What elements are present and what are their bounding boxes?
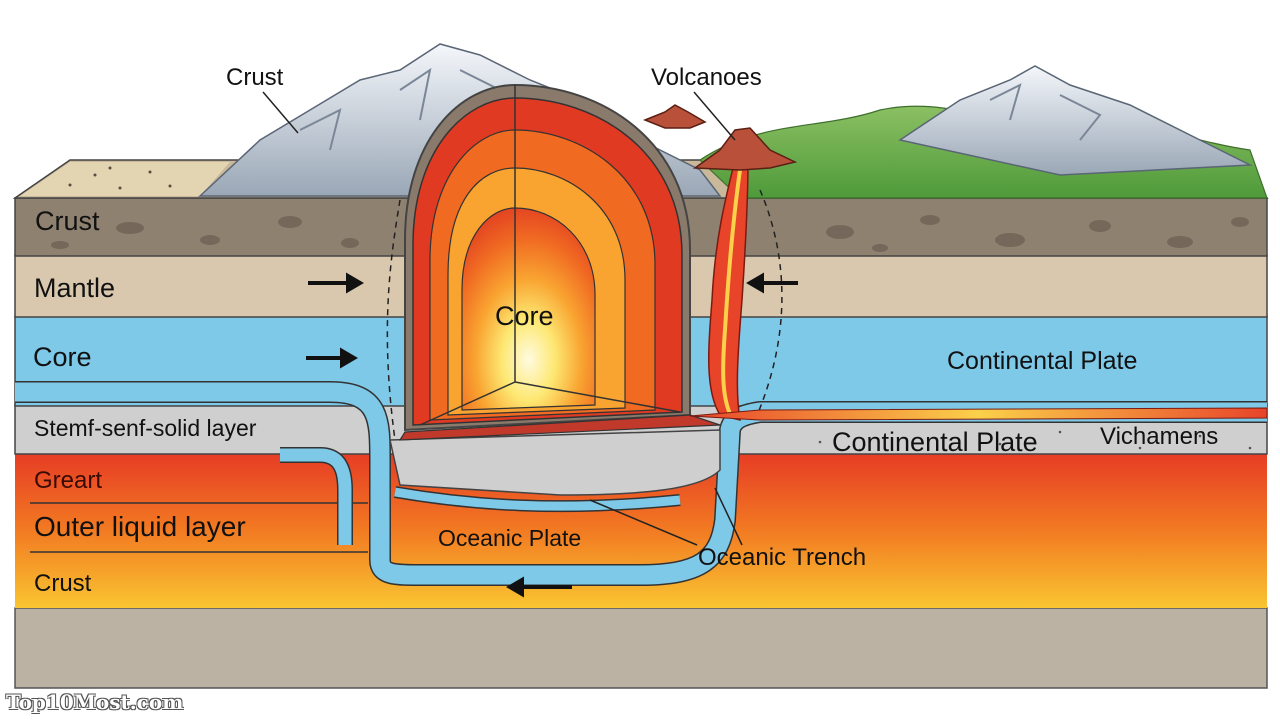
watermark: Top10Most.com bbox=[6, 690, 184, 714]
label-continental-plate-lower: Continental Plate bbox=[832, 427, 1038, 457]
label-mantle: Mantle bbox=[34, 273, 116, 303]
label-volcanoes: Volcanoes bbox=[651, 64, 762, 91]
core-wedge-line bbox=[514, 381, 681, 413]
label-crust-left: Crust bbox=[35, 206, 100, 236]
core-center bbox=[461, 207, 596, 411]
label-continental-plate-right: Continental Plate bbox=[947, 347, 1138, 375]
sand-patch bbox=[20, 162, 230, 196]
label-core-left: Core bbox=[33, 342, 92, 372]
crust-pebbles bbox=[51, 215, 1249, 252]
volcano-small bbox=[642, 104, 707, 129]
label-greart: Greart bbox=[34, 467, 103, 494]
oceanic-plate bbox=[15, 381, 1267, 586]
label-oceanic-plate: Oceanic Plate bbox=[438, 525, 582, 551]
grey-plate bbox=[389, 429, 721, 496]
core-base bbox=[398, 414, 721, 441]
label-crust-top: Crust bbox=[226, 64, 284, 91]
globe-dashed-outline bbox=[386, 189, 783, 441]
label-semi-solid-layer: Stemf-senf-solid layer bbox=[34, 415, 257, 441]
volcanoes bbox=[642, 104, 1268, 422]
sand-dots bbox=[68, 166, 172, 190]
magma-glow bbox=[721, 169, 742, 415]
label-oceanic-trench: Oceanic Trench bbox=[698, 544, 867, 571]
motion-arrows bbox=[306, 272, 798, 598]
label-crust-bottom: Crust bbox=[34, 570, 92, 597]
core-wedge-line bbox=[419, 381, 516, 426]
leader-lines bbox=[262, 91, 743, 546]
right-mountain bbox=[898, 65, 1253, 176]
label-outer-liquid-layer: Outer liquid layer bbox=[34, 511, 246, 542]
magma-sill bbox=[689, 407, 1268, 421]
earth-core-cutaway bbox=[398, 83, 721, 441]
label-vichamens: Vichamens bbox=[1100, 423, 1219, 450]
label-core-center: Core bbox=[495, 301, 554, 331]
volcano-large bbox=[692, 127, 798, 171]
bottom-crust-band bbox=[14, 607, 1268, 689]
